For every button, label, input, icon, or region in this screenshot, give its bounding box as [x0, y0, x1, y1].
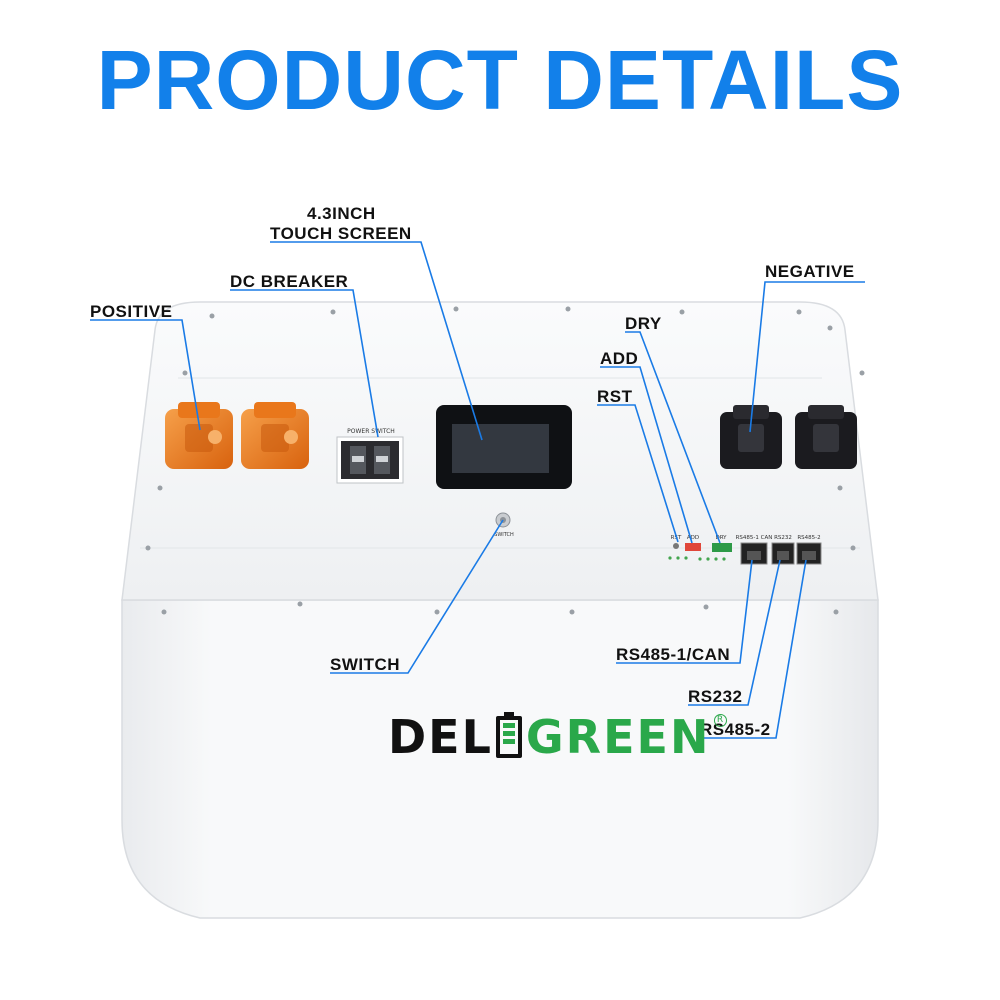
rst-leader	[597, 404, 679, 543]
rst-callout: RST	[597, 387, 633, 406]
negative-leader	[749, 281, 865, 433]
dry-contact-terminal	[712, 543, 732, 552]
positive-leader	[90, 319, 201, 431]
touch-screen-leader	[270, 241, 483, 441]
brand-logo: DEL GREEN R	[388, 710, 728, 764]
dc-breaker-leader	[230, 289, 379, 438]
port2-small-label: RS232	[774, 535, 792, 541]
dry-leader	[625, 331, 721, 544]
dc-breaker: POWER SWITCH	[336, 428, 404, 484]
add-callout: ADD	[600, 349, 639, 368]
switch-small-label: SWITCH	[494, 532, 514, 538]
switch-leader	[330, 519, 504, 674]
touch-screen-callout-line2: TOUCH SCREEN	[270, 224, 412, 243]
power-switch-label: POWER SWITCH	[347, 428, 395, 435]
negative-callout: NEGATIVE	[765, 262, 855, 281]
brand-name-part1: DEL	[388, 710, 493, 764]
port1-small-label: RS485-1 CAN	[736, 535, 773, 541]
rs485-1-can-callout: RS485-1/CAN	[616, 645, 731, 664]
add-dip-switch	[685, 543, 701, 551]
add-small-label: ADD	[687, 535, 699, 541]
rs485-1-can-port	[740, 542, 768, 565]
positive-terminal-connector-2	[241, 402, 309, 469]
dry-small-label: DRY	[715, 535, 727, 541]
negative-terminal-connector-2	[795, 405, 857, 469]
rst-button	[673, 543, 679, 549]
page-headline: PRODUCT DETAILS	[96, 33, 904, 127]
rs485-1-can-leader	[616, 559, 753, 664]
dry-callout: DRY	[625, 314, 662, 333]
rs232-port	[771, 542, 795, 565]
rs485-2-port	[796, 542, 822, 565]
registered-mark: R	[714, 714, 728, 727]
touch-screen	[436, 405, 572, 489]
add-leader	[600, 366, 693, 544]
rs232-leader	[688, 559, 781, 706]
positive-terminal-connector	[165, 402, 233, 469]
rs232-callout: RS232	[688, 687, 743, 706]
battery-body	[121, 599, 879, 919]
dc-breaker-callout: DC BREAKER	[230, 272, 349, 291]
rs485-2-leader	[700, 559, 807, 739]
touch-screen-callout-line1: 4.3INCH	[307, 204, 376, 223]
negative-terminal-connector	[720, 405, 782, 469]
battery-logo-icon	[495, 712, 522, 758]
port3-small-label: RS485-2	[797, 535, 820, 541]
brand-name-part2: GREEN	[525, 710, 711, 764]
positive-callout: POSITIVE	[90, 302, 173, 321]
switch-callout: SWITCH	[330, 655, 401, 674]
